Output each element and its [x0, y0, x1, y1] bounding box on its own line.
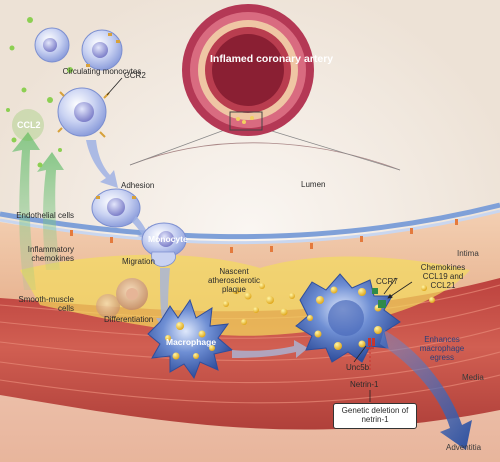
artery-cross-section — [182, 4, 314, 136]
ccr7-pointer — [383, 277, 397, 295]
macrophage-cell — [147, 298, 234, 380]
adventitia-label: Adventitia — [446, 443, 482, 452]
chemokines-ccl19-ccl21-label: Chemokines CCL19 and CCL21 — [420, 263, 466, 290]
ccl2-glow — [12, 109, 44, 141]
chemokine-pointer — [387, 281, 413, 299]
inflammatory-chemokines-label: Inflammatory chemokines — [27, 245, 74, 263]
unc5b-pointer — [353, 345, 367, 363]
circulating-monocyte-1 — [34, 27, 70, 63]
ccl2-label: CCL2 — [17, 120, 41, 130]
media-label: Media — [462, 373, 484, 382]
smooth-muscle-cell-2 — [96, 294, 120, 318]
circulating-monocytes-label: Circulating monocytes — [62, 67, 142, 76]
genetic-deletion-box: Genetic deletion of netrin-1 — [333, 403, 417, 429]
unc5b-label: Unc5b — [346, 363, 370, 372]
ccr2-pointer — [106, 77, 123, 96]
chemokine-arrow-right — [37, 152, 64, 270]
adhesion-arrow — [86, 140, 118, 188]
egress-transition-arrow — [232, 340, 308, 358]
artery-title: Inflamed coronary artery — [210, 53, 334, 65]
inset-line-left — [129, 127, 231, 166]
inset-line-right — [261, 127, 401, 171]
circulating-monocyte-2 — [81, 29, 123, 71]
ccr7-label: CCR7 — [376, 277, 398, 286]
monocyte-label: Monocyte — [148, 234, 188, 244]
egress-arrow — [380, 330, 472, 450]
nascent-plaque-label: Nascent atherosclerotic plaque — [207, 267, 261, 294]
foam-cell-macrophage — [295, 273, 401, 363]
differentiation-label: Differentiation — [104, 315, 154, 324]
endothelial-cells-label: Endothelial cells — [16, 211, 74, 220]
inset-arc — [129, 142, 401, 171]
smooth-muscle-cells-label: Smooth-muscle cells — [18, 295, 74, 313]
macrophage-label: Macrophage — [166, 337, 217, 347]
migrating-monocyte — [141, 222, 187, 267]
enhances-egress-label: Enhances macrophage egress — [419, 335, 465, 362]
adhesion-label: Adhesion — [121, 181, 155, 190]
chemokine-arrow-left — [12, 132, 40, 290]
migration-label: Migration — [122, 257, 155, 266]
intima-label: Intima — [457, 249, 479, 258]
smooth-muscle-cell-1 — [116, 278, 148, 310]
migration-arrow — [156, 268, 174, 332]
netrin1-label: Netrin-1 — [350, 380, 379, 389]
adhering-monocyte — [91, 188, 141, 228]
lumen-label: Lumen — [301, 180, 326, 189]
ccr2-label: CCR2 — [124, 71, 146, 80]
circulating-monocyte-3 — [57, 87, 110, 138]
